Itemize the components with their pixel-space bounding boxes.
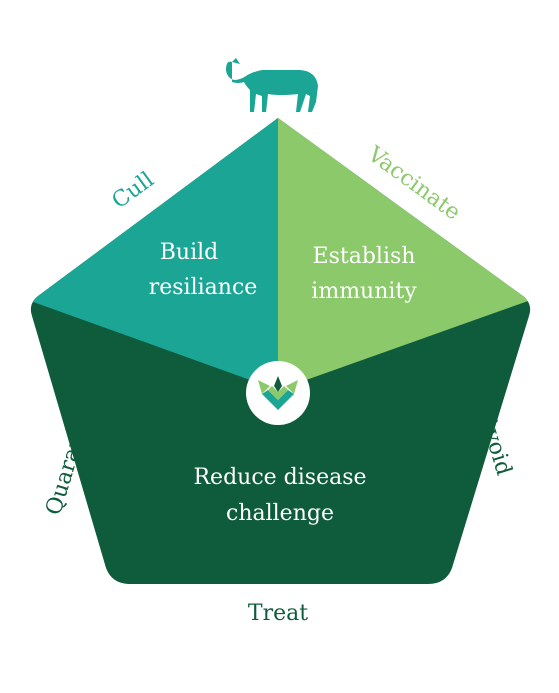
edge-label-treat: Treat bbox=[248, 601, 308, 626]
top-left-label-line2: resiliance bbox=[149, 275, 258, 300]
top-left-label-line1: Build bbox=[160, 240, 219, 265]
top-right-label-line2: immunity bbox=[311, 279, 417, 304]
bottom-label-line1: Reduce disease bbox=[193, 465, 366, 490]
leaf-logo-icon bbox=[258, 376, 298, 410]
sheep-icon bbox=[226, 58, 318, 112]
edge-label-cull: Cull bbox=[108, 167, 159, 214]
bottom-label-line2: challenge bbox=[226, 501, 334, 526]
top-right-label-line1: Establish bbox=[313, 244, 416, 269]
